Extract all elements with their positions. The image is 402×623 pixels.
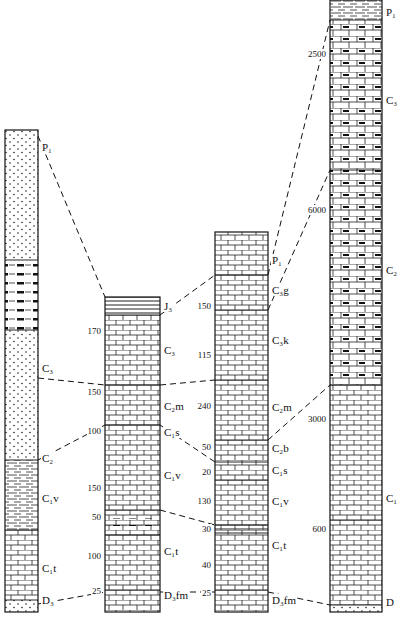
thickness-number: 150 — [87, 387, 103, 397]
stratum-label: C₁s — [271, 464, 288, 476]
thickness-number: 600 — [312, 524, 328, 534]
stratum-label: P₁ — [271, 254, 283, 266]
thickness-number: 170 — [87, 326, 103, 336]
thickness-number: 25 — [201, 588, 212, 598]
thickness-number: 100 — [87, 426, 103, 436]
stratum-label: C₃g — [271, 284, 290, 296]
stratum-label: C₁ — [385, 492, 398, 504]
stratum-label: C₁t — [41, 562, 57, 574]
thickness-number: 150 — [87, 483, 103, 493]
stratum-label: J₃ — [163, 300, 173, 312]
thickness-number: 150 — [197, 301, 213, 311]
stratum-label: D₃fm — [271, 594, 297, 606]
thickness-number: 6000 — [307, 205, 327, 215]
stratum-label: C₁v — [271, 495, 290, 507]
stratum-label: C₂m — [163, 400, 185, 412]
thickness-number: 25 — [91, 586, 102, 596]
thickness-number: 3000 — [307, 414, 327, 424]
thickness-number: 115 — [197, 350, 212, 360]
stratum-label: C₃ — [163, 344, 176, 356]
stratum-label: P₁ — [385, 6, 397, 18]
stratum-label: C₁v — [41, 492, 60, 504]
thickness-number: 2500 — [307, 49, 327, 59]
stratum-label: C₃ — [41, 362, 54, 374]
stratum-label: D₃fm — [163, 589, 189, 601]
stratum-label: C₃ — [385, 94, 398, 106]
stratum-label: C₂m — [271, 401, 293, 413]
thickness-number: 20 — [201, 467, 212, 477]
thickness-number: 50 — [91, 512, 102, 522]
stratum-label: C₁v — [163, 469, 182, 481]
thickness-number: 50 — [201, 442, 212, 452]
stratum-label: C₁s — [163, 426, 180, 438]
stratum-label: D — [385, 596, 395, 608]
stratum-label: C₁t — [271, 539, 287, 551]
stratum-label: C₃k — [271, 334, 290, 346]
stratum-label: C₁t — [163, 545, 179, 557]
thickness-number: 30 — [201, 524, 212, 534]
thickness-number: 100 — [87, 551, 103, 561]
thickness-number: 40 — [201, 560, 212, 570]
stratum-label: P₁ — [41, 141, 53, 153]
thickness-number: 240 — [197, 401, 213, 411]
thickness-number: 130 — [197, 496, 213, 506]
stratum-label: C₂b — [271, 442, 290, 454]
stratum-label: C₂ — [41, 452, 54, 464]
stratum-label: D₃ — [41, 594, 55, 606]
stratum-label: C₂ — [385, 264, 398, 276]
